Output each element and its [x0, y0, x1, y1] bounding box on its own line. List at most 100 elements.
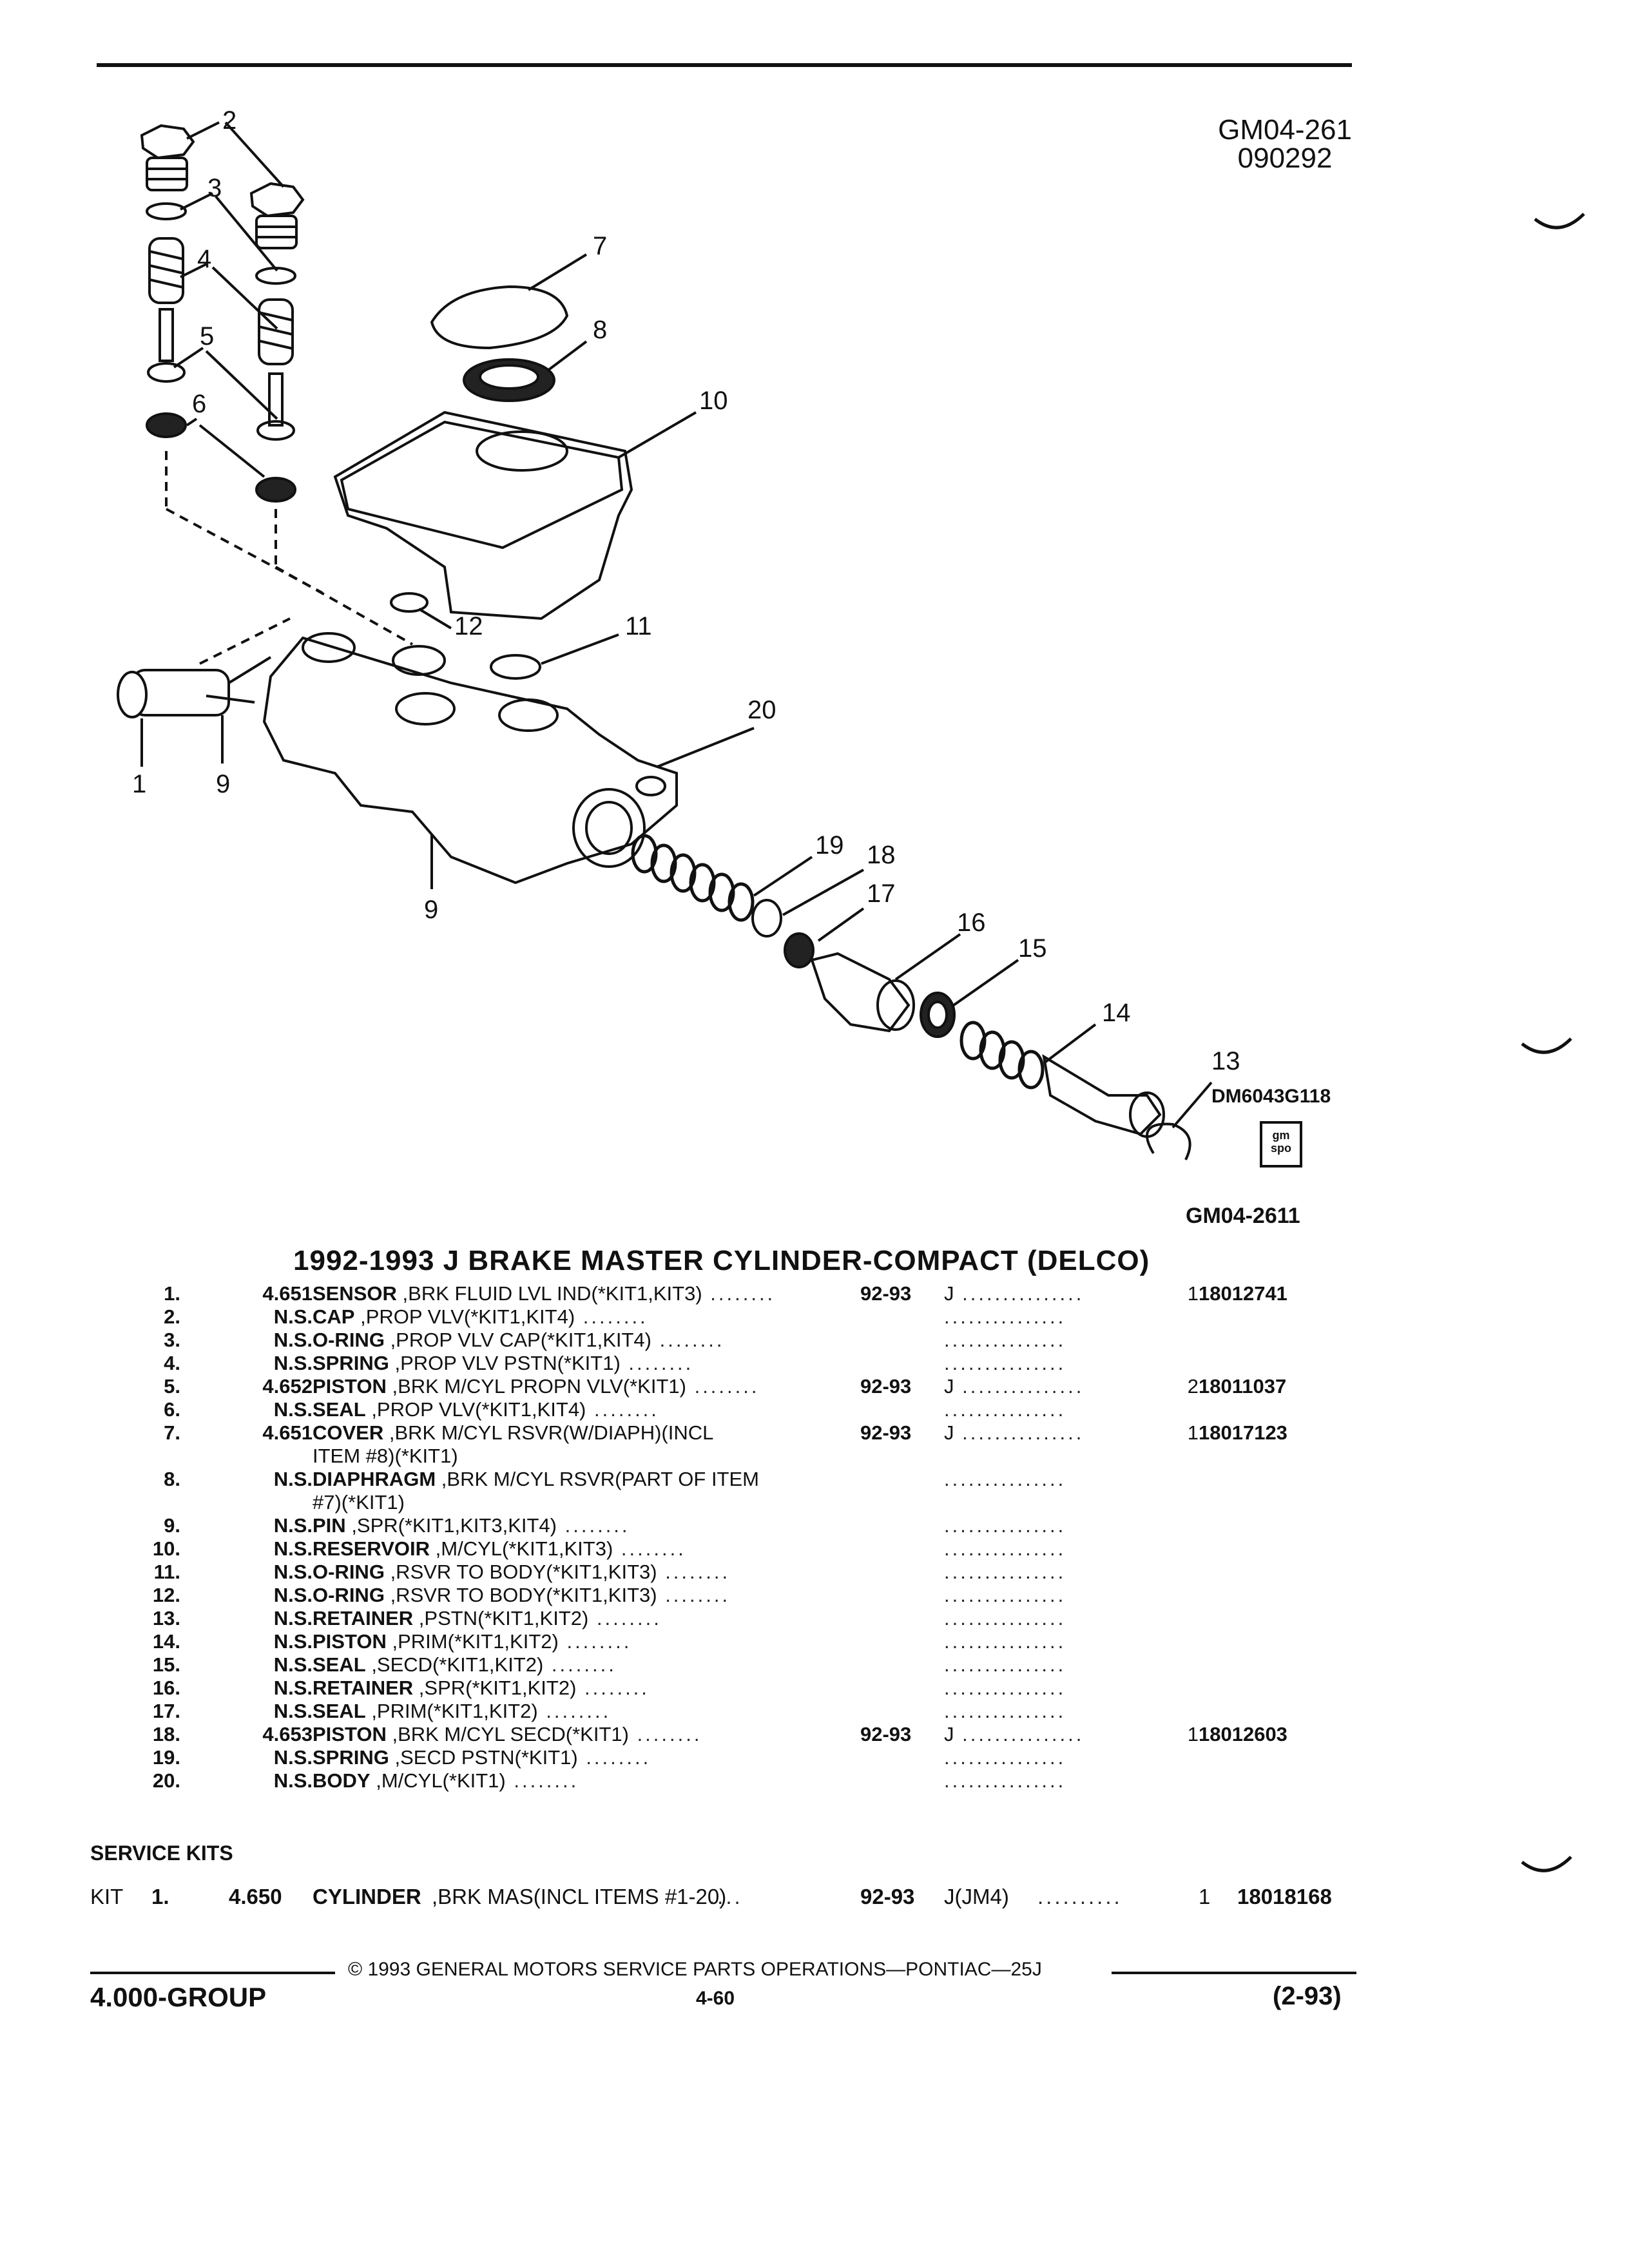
leader-dots: ........ — [588, 1607, 662, 1629]
leader-dots: ........ — [657, 1561, 731, 1583]
model-cell: ............... — [944, 1329, 1163, 1352]
model-cell: ............... — [944, 1700, 1163, 1723]
group-number: 4.652 — [262, 1375, 313, 1398]
part-number: 18012741 — [1199, 1282, 1287, 1305]
part-desc-text: ,PROP VLV CAP(*KIT1,KIT4) — [390, 1329, 651, 1351]
part-description: PISTON ,BRK M/CYL PROPN VLV(*KIT1) .....… — [313, 1375, 860, 1398]
part-name: SEAL — [313, 1653, 366, 1676]
model-cell: ............... — [944, 1677, 1163, 1700]
part-desc-text: ,PSTN(*KIT1,KIT2) — [418, 1607, 589, 1629]
quantity — [1163, 1584, 1199, 1607]
kit-name: CYLINDER — [313, 1885, 421, 1908]
leader-dots: ............... — [944, 1584, 1066, 1606]
part-desc-text: ,BRK FLUID LVL IND(*KIT1,KIT3) — [402, 1282, 702, 1305]
part-number — [1199, 1561, 1321, 1584]
model-cell: ............... — [944, 1305, 1163, 1329]
leader-dots: ........ — [505, 1769, 579, 1792]
leader-dots: ............... — [944, 1677, 1066, 1699]
quantity — [1163, 1329, 1199, 1352]
group-number: N.S. — [273, 1305, 313, 1328]
figure-date: 090292 — [1237, 142, 1333, 174]
group-number: N.S. — [273, 1352, 313, 1374]
leader-dots: ........ — [537, 1700, 612, 1722]
item-number: 5. — [164, 1375, 180, 1398]
group-number: N.S. — [273, 1514, 313, 1537]
item-number: 2. — [164, 1305, 180, 1328]
leader-dots: ........ — [543, 1653, 617, 1676]
part-number — [1199, 1398, 1321, 1421]
part-description: SPRING ,SECD PSTN(*KIT1) ........ — [313, 1746, 860, 1769]
group-number: N.S. — [273, 1537, 313, 1560]
callout-label: 10 — [699, 387, 728, 415]
part-desc-text: ,PROP VLV PSTN(*KIT1) — [394, 1352, 621, 1374]
table-row: 4.N.S.SPRING ,PROP VLV PSTN(*KIT1) .....… — [90, 1352, 1321, 1375]
callout-label: 4 — [197, 245, 211, 273]
leader-dots: ............... — [954, 1282, 1084, 1305]
leader-dots: ............... — [944, 1746, 1066, 1769]
model-cell: ............... — [944, 1537, 1163, 1561]
quantity: 1 — [1187, 1421, 1199, 1444]
leader-dots: ............... — [944, 1468, 1066, 1490]
quantity — [1163, 1398, 1199, 1421]
part-number — [1199, 1329, 1321, 1352]
leader-dots: ........ — [651, 1329, 725, 1351]
part-desc-text: ,RSVR TO BODY(*KIT1,KIT3) — [390, 1561, 657, 1583]
model-cell: ............... — [944, 1352, 1163, 1375]
kit-num: 1. — [151, 1885, 169, 1908]
part-number — [1199, 1700, 1321, 1723]
part-number — [1199, 1769, 1321, 1792]
leader-dots: ............... — [944, 1329, 1066, 1351]
year-range — [860, 1305, 944, 1329]
part-number — [1199, 1584, 1321, 1607]
leader-dots: ........ — [620, 1352, 694, 1374]
part-description: SEAL ,PROP VLV(*KIT1,KIT4) ........ — [313, 1398, 860, 1421]
callout-label: 11 — [625, 612, 652, 640]
callout-label: 8 — [593, 316, 607, 344]
table-row: 10.N.S.RESERVOIR ,M/CYL(*KIT1,KIT3) ....… — [90, 1537, 1321, 1561]
year-range — [860, 1537, 944, 1561]
footer-date: (2-93) — [1273, 1982, 1342, 2010]
table-row: 19.N.S.SPRING ,SECD PSTN(*KIT1) ........… — [90, 1746, 1321, 1769]
year-range — [860, 1561, 944, 1584]
leader-dots: ............... — [944, 1352, 1066, 1374]
figure-code: GM04-261 — [1218, 114, 1352, 146]
year-range — [860, 1630, 944, 1653]
table-row: 2. N.S.CAP ,PROP VLV(*KIT1,KIT4) ........… — [90, 1305, 1321, 1329]
year-range — [860, 1398, 944, 1421]
part-name: PISTON — [313, 1723, 387, 1745]
leader-dots: ............... — [954, 1375, 1084, 1398]
quantity — [1163, 1305, 1199, 1329]
model-cell: ............... — [944, 1769, 1163, 1792]
table-row: 12.N.S.O-RING ,RSVR TO BODY(*KIT1,KIT3) … — [90, 1584, 1321, 1607]
item-number: 8. — [164, 1468, 180, 1490]
item-number: 13. — [152, 1607, 180, 1629]
part-desc-text: ,PROP VLV(*KIT1,KIT4) — [360, 1305, 575, 1328]
table-row: 16.N.S.RETAINER ,SPR(*KIT1,KIT2) .......… — [90, 1677, 1321, 1700]
footer-rule-right — [1112, 1972, 1356, 1974]
table-row: 13.N.S.RETAINER ,PSTN(*KIT1,KIT2) ......… — [90, 1607, 1321, 1630]
part-name: RETAINER — [313, 1607, 414, 1629]
part-desc-text: ,SECD PSTN(*KIT1) — [394, 1746, 578, 1769]
part-number — [1199, 1607, 1321, 1630]
leader-dots: ............... — [944, 1653, 1066, 1676]
part-name: CAP — [313, 1305, 355, 1328]
part-description: O-RING ,PROP VLV CAP(*KIT1,KIT4) .......… — [313, 1329, 860, 1352]
model-cell: J ............... — [944, 1723, 1163, 1746]
part-desc-text: ,BRK M/CYL RSVR(W/DIAPH)(INCL — [389, 1421, 714, 1444]
part-description: SPRING ,PROP VLV PSTN(*KIT1) ........ — [313, 1352, 860, 1375]
part-name: PISTON — [313, 1630, 387, 1653]
part-description: SEAL ,PRIM(*KIT1,KIT2) ........ — [313, 1700, 860, 1723]
binder-mark — [1521, 1856, 1572, 1872]
leader-dots: ........ — [557, 1514, 630, 1537]
year-range — [860, 1769, 944, 1792]
table-row: 3.N.S.O-RING ,PROP VLV CAP(*KIT1,KIT4) .… — [90, 1329, 1321, 1352]
kit-leader-dots-2: .......... — [1037, 1885, 1123, 1908]
callout-label: 19 — [815, 831, 844, 860]
leader-dots: ............... — [944, 1630, 1066, 1653]
part-description: CAP ,PROP VLV(*KIT1,KIT4) ........ — [313, 1305, 860, 1329]
quantity — [1163, 1537, 1199, 1561]
